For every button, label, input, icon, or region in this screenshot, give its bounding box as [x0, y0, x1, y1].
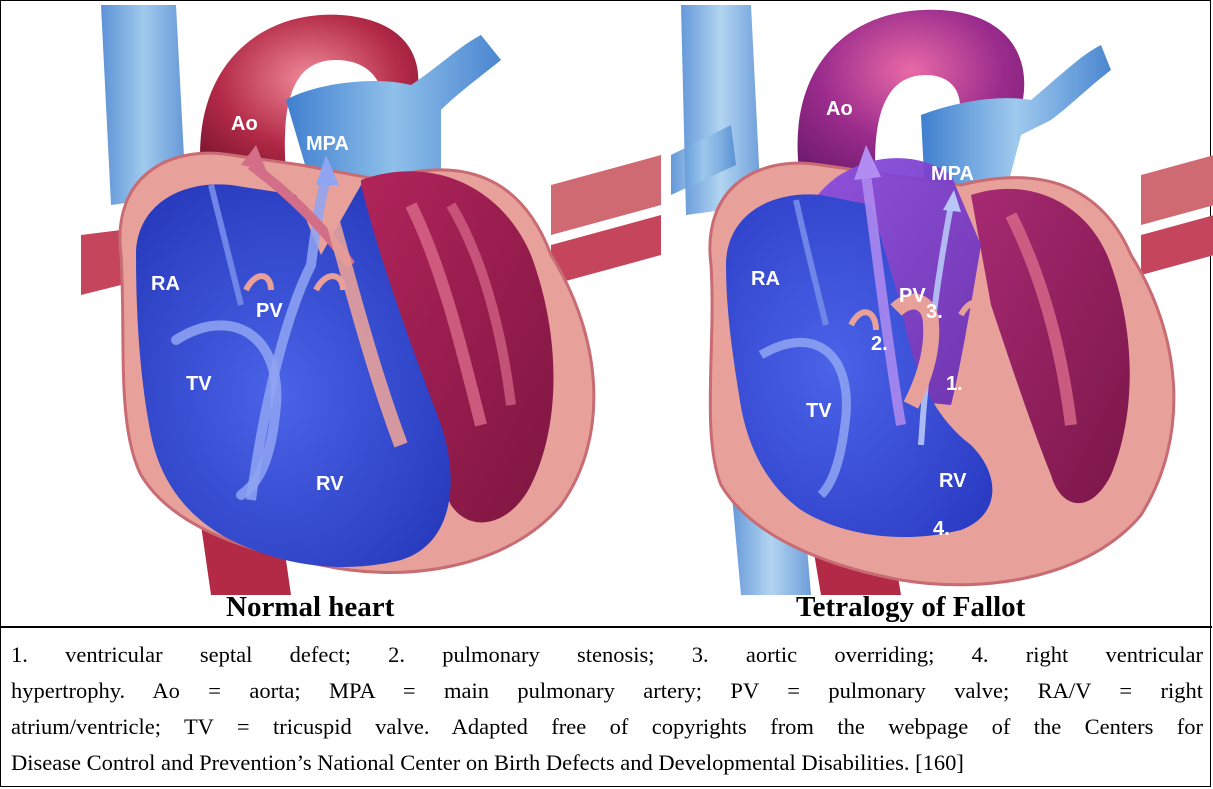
label-rv: RV [316, 473, 344, 495]
tetralogy-heart-illustration: Ao MPA RA PV 3. 2. 1. TV RV 4. [671, 5, 1213, 595]
tetralogy-title: Tetralogy of Fallot [796, 591, 1025, 624]
label-rv: RV [939, 470, 967, 492]
figure-legend: 1. ventricular septal defect; 2. pulmona… [11, 637, 1203, 781]
label-mpa: MPA [306, 133, 349, 155]
normal-heart-illustration: Ao MPA RA PV TV RV [81, 5, 661, 595]
label-pv: PV [256, 300, 283, 322]
label-ao: Ao [826, 98, 853, 120]
divider [1, 626, 1212, 628]
legend-line-3: atrium/ventricle; TV = tricuspid valve. … [11, 709, 1203, 745]
label-defect-3: 3. [926, 301, 943, 323]
normal-heart-title: Normal heart [226, 591, 394, 624]
label-tv: TV [806, 400, 832, 422]
label-tv: TV [186, 373, 212, 395]
label-defect-1: 1. [946, 373, 963, 395]
label-defect-4: 4. [933, 518, 950, 540]
label-ra: RA [151, 273, 180, 295]
label-mpa: MPA [931, 163, 974, 185]
label-defect-2: 2. [871, 333, 888, 355]
legend-line-4: Disease Control and Prevention’s Nationa… [11, 745, 1203, 781]
label-ra: RA [751, 268, 780, 290]
label-ao: Ao [231, 113, 258, 135]
label-pv: PV [899, 285, 926, 307]
legend-line-1: 1. ventricular septal defect; 2. pulmona… [11, 637, 1203, 673]
legend-line-2: hypertrophy. Ao = aorta; MPA = main pulm… [11, 673, 1203, 709]
